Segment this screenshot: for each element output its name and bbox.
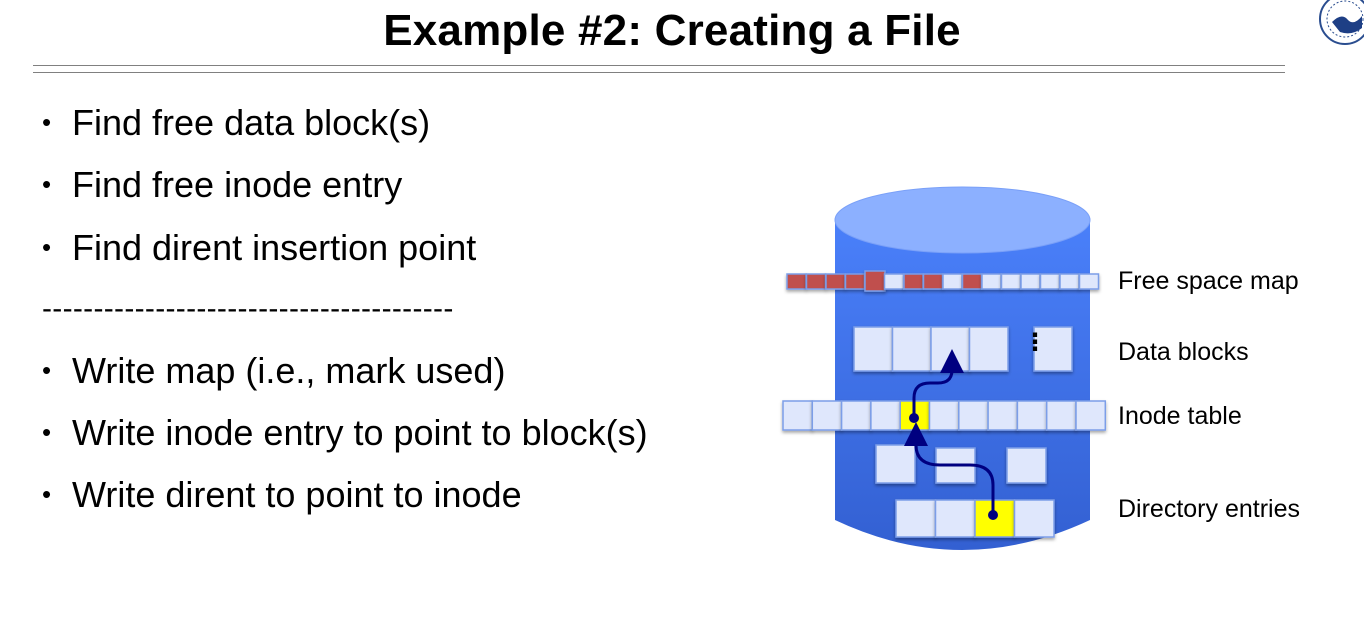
label-data-blocks: Data blocks (1118, 338, 1249, 366)
inode-entry (958, 400, 989, 431)
data-block (891, 326, 932, 372)
inode-entry (1016, 400, 1048, 431)
bullet-icon: • (42, 479, 52, 509)
dirent-pointer-dot (988, 510, 998, 520)
map-cell-used (805, 273, 827, 290)
step-find-dirent: •Find dirent insertion point (42, 227, 477, 268)
map-cell-free (1059, 273, 1080, 290)
map-cell-used (825, 273, 846, 290)
university-logo-icon (1319, 0, 1364, 45)
inode-entry (1045, 400, 1077, 431)
disk-diagram: ⋮ (782, 186, 1107, 550)
inode-entry (840, 400, 872, 431)
data-block (968, 326, 1009, 372)
data-blocks-ellipsis: ⋮ (1023, 329, 1047, 356)
dirent-to-inode-pointer (904, 422, 995, 515)
label-directory-entries: Directory entries (1118, 495, 1300, 523)
step-find-data-block: •Find free data block(s) (42, 102, 431, 143)
label-free-space-map: Free space map (1118, 267, 1299, 295)
data-block (1033, 326, 1073, 372)
map-cell-free (1000, 273, 1022, 290)
step-divider: ---------------------------------------- (42, 292, 454, 325)
inode-entry (928, 400, 960, 431)
map-cell-free (942, 273, 963, 290)
inode-entry (811, 400, 843, 431)
map-cell-used (864, 270, 886, 292)
directory-entries (895, 499, 1055, 538)
slide-title: Example #2: Creating a File (383, 6, 961, 55)
step-write-inode: •Write inode entry to point to block(s) (42, 412, 648, 453)
map-cell-free (981, 273, 1002, 290)
map-cell-free (883, 273, 905, 290)
bullet-icon: • (42, 232, 52, 262)
step-find-inode: •Find free inode entry (42, 164, 403, 205)
inode-entry (782, 400, 814, 431)
label-inode-table: Inode table (1118, 402, 1242, 430)
data-block (853, 326, 894, 372)
map-cell-free (1078, 273, 1100, 290)
map-cell-free (1020, 273, 1041, 290)
dirent (895, 499, 937, 538)
map-cell-used (961, 273, 983, 290)
dirent (1013, 499, 1055, 538)
map-cell-used (922, 273, 944, 290)
map-cell-free (1039, 273, 1061, 290)
disk-cylinder-top (834, 186, 1091, 254)
block (1006, 447, 1047, 484)
inode-table (782, 400, 1107, 431)
bullet-icon: • (42, 169, 52, 199)
inode-entry (987, 400, 1019, 431)
data-block (930, 326, 971, 372)
bullet-icon: • (42, 417, 52, 447)
step-write-map: •Write map (i.e., mark used) (42, 350, 506, 391)
step-write-dirent: •Write dirent to point to inode (42, 474, 522, 515)
title-rule-bottom (33, 72, 1285, 73)
block (875, 444, 916, 484)
map-cell-used (844, 273, 866, 290)
map-cell-used (786, 273, 807, 290)
inode-to-data-block-pointer (912, 349, 964, 418)
inode-pointer-dot (909, 413, 919, 423)
bullet-icon: • (42, 107, 52, 137)
inode-entry (870, 400, 901, 431)
title-rule-top (33, 65, 1285, 66)
free-space-map (786, 270, 1100, 292)
bullet-icon: • (42, 355, 52, 385)
map-cell-used (903, 273, 924, 290)
inode-entry (1075, 400, 1107, 431)
dirent (934, 499, 976, 538)
